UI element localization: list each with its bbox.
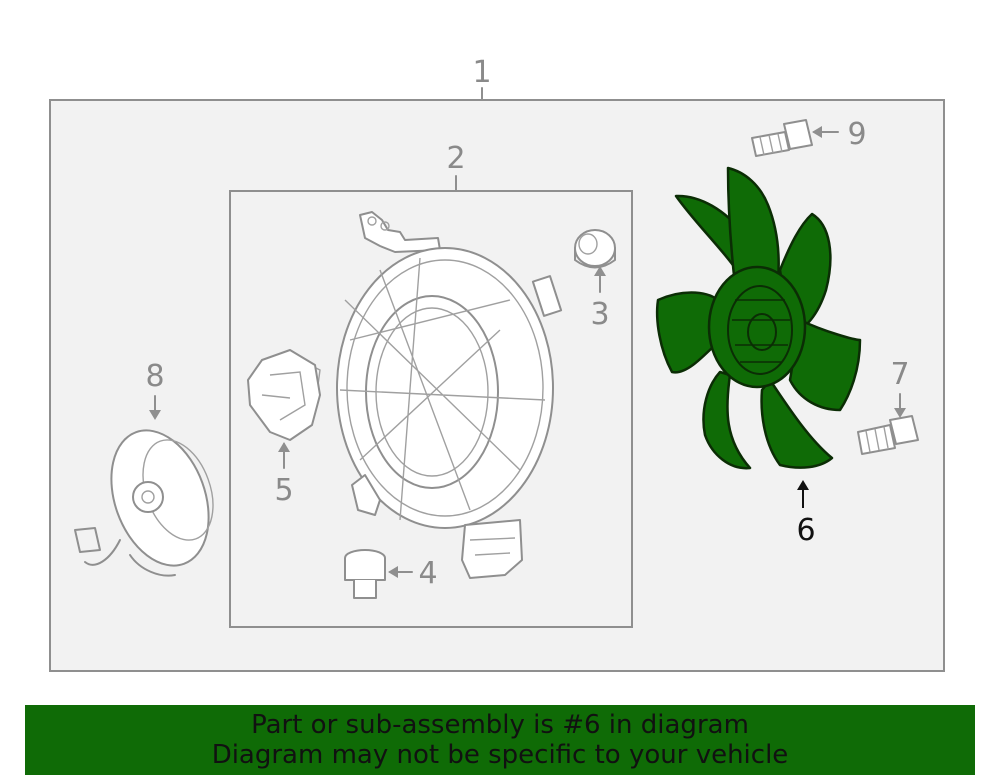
part-4-nut[interactable] [344, 549, 386, 599]
parts-diagram: 1 2 3 4 5 [49, 55, 945, 672]
part-6-fan-blade[interactable] [655, 166, 862, 470]
callout-9[interactable]: 9 [847, 117, 866, 152]
callout-2[interactable]: 2 [446, 141, 465, 176]
callout-6-arrow [797, 480, 809, 490]
callout-8-arrow [149, 410, 161, 420]
callout-3[interactable]: 3 [590, 297, 609, 332]
spacer-piece[interactable] [531, 275, 563, 317]
callout-4[interactable]: 4 [418, 556, 437, 591]
callout-5[interactable]: 5 [274, 473, 293, 508]
callout-5-arrow [278, 442, 290, 452]
part-3-grommet[interactable] [574, 229, 616, 269]
fan-shroud[interactable] [299, 211, 554, 579]
callout-6[interactable]: 6 [796, 513, 815, 548]
part-8-motor[interactable] [74, 417, 226, 579]
part-9-bolt[interactable] [751, 119, 813, 157]
callout-9-arrow [812, 126, 822, 138]
notice-banner: Part or sub-assembly is #6 in diagram Di… [25, 705, 975, 775]
notice-line-1: Part or sub-assembly is #6 in diagram [251, 710, 749, 740]
callout-1[interactable]: 1 [472, 55, 491, 90]
notice-line-2: Diagram may not be specific to your vehi… [211, 740, 789, 770]
callout-4-arrow [388, 566, 398, 578]
callout-7[interactable]: 7 [890, 357, 909, 392]
callout-7-arrow [894, 408, 906, 418]
callout-8[interactable]: 8 [145, 359, 164, 394]
part-5-bracket[interactable] [247, 349, 321, 441]
callout-3-arrow [594, 266, 606, 276]
part-7-bolt[interactable] [857, 415, 919, 455]
